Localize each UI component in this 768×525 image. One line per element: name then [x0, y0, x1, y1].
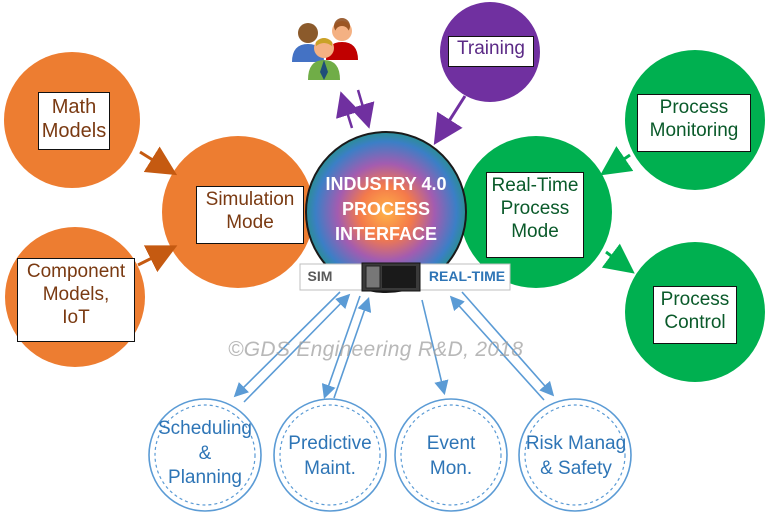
center-circle — [305, 131, 467, 293]
realtime-mode-label: Real-Time Process Mode — [486, 172, 584, 258]
predictive-app-circle — [273, 398, 387, 512]
arrow-scheduling-to-sim — [243, 293, 351, 403]
switch-realtime-label: REAL-TIME — [428, 268, 506, 284]
switch-sim-label: SIM — [307, 268, 333, 284]
math-models-label: Math Models — [38, 92, 110, 150]
predictive-label: Predictive Maint. — [288, 433, 372, 479]
arrow-users-to-center — [350, 89, 375, 129]
arrow-math-to-sim — [139, 146, 178, 176]
arrow-predictive-to-sim — [333, 296, 372, 399]
arrow-realtime-to-risk — [461, 291, 555, 397]
event-label: Event Mon. — [426, 433, 476, 479]
process-control-label: Process Control — [653, 286, 737, 344]
arrow-monitoring-to-realtime — [600, 146, 634, 176]
training-label: Training — [448, 36, 534, 67]
event-app-circle — [394, 398, 508, 512]
users-group-icon — [292, 18, 358, 80]
arrow-realtime-to-event — [421, 299, 449, 396]
component-models-label: Component Models, IoT — [17, 258, 135, 342]
arrow-center-to-users — [336, 91, 360, 129]
arrow-realtime-to-control — [601, 243, 635, 274]
scheduling-label: Scheduling & Planning — [157, 418, 253, 489]
risk-label: Risk Manag & Safety — [525, 433, 627, 479]
arrow-sim-to-predictive — [321, 295, 361, 400]
arrow-component-to-sim — [137, 245, 178, 273]
simulation-mode-label: Simulation Mode — [196, 186, 304, 244]
arrow-sim-to-scheduling — [233, 291, 341, 398]
scheduling-app-circle — [148, 398, 262, 512]
arrow-training-to-center — [433, 95, 467, 146]
arrow-risk-to-realtime — [449, 295, 545, 401]
watermark-text: ©GDS Engineering R&D, 2018 — [228, 338, 524, 361]
center-title: INDUSTRY 4.0 PROCESS INTERFACE — [325, 174, 447, 244]
process-monitoring-label: Process Monitoring — [637, 94, 751, 152]
mode-switch[interactable] — [299, 262, 511, 292]
risk-app-circle — [518, 398, 632, 512]
